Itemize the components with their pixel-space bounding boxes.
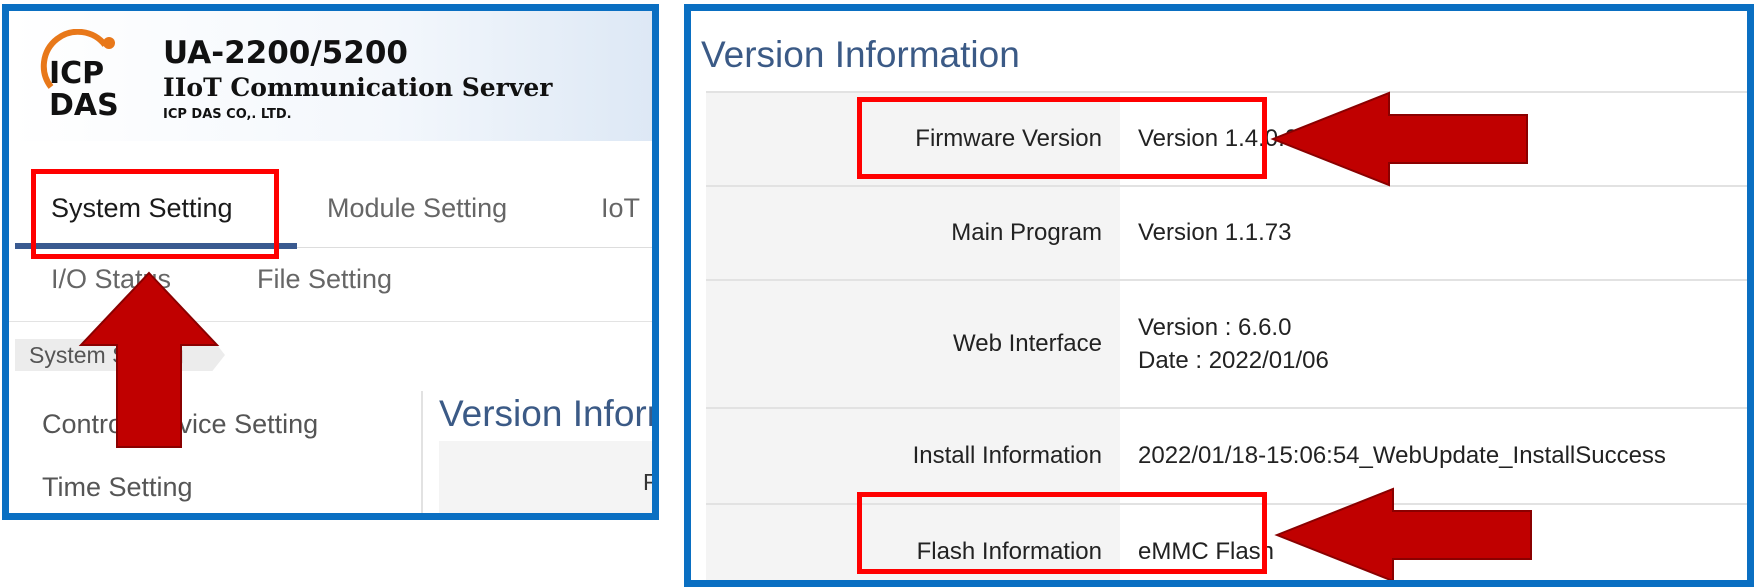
web-interface-date: Date : 2022/01/06 xyxy=(1138,347,1329,374)
install-information-label: Install Information xyxy=(706,407,1120,504)
active-tab-indicator xyxy=(15,243,297,249)
version-info-table: Firmware Version Version 1.4.0.0 Main Pr… xyxy=(706,91,1747,580)
main-program-value: Version 1.1.73 xyxy=(1120,185,1747,280)
flash-information-label: Flash Information xyxy=(706,503,1120,580)
right-screenshot-panel: Version Information Firmware Version Ver… xyxy=(684,4,1754,587)
logo-text-top: ICP xyxy=(49,56,104,91)
sidebar-divider xyxy=(421,391,423,513)
logo-text-bottom: DAS xyxy=(49,88,119,123)
product-subtitle: IIoT Communication Server xyxy=(163,73,553,102)
sidebar-item-time-setting[interactable]: Time Setting xyxy=(42,472,193,502)
install-information-value: 2022/01/18-15:06:54_WebUpdate_InstallSuc… xyxy=(1120,407,1747,504)
table-row: Firmware Version Version 1.4.0.0 xyxy=(706,91,1747,186)
table-row: Install Information 2022/01/18-15:06:54_… xyxy=(706,407,1747,504)
table-label-partial: F xyxy=(643,469,658,495)
arrow-left-icon xyxy=(1270,91,1528,187)
app-header: ICP DAS UA-2200/5200 IIoT Communication … xyxy=(9,11,652,141)
tab-divider xyxy=(297,247,652,248)
tab-iot[interactable]: IoT xyxy=(601,193,641,223)
tab-file-setting[interactable]: File Setting xyxy=(257,264,393,294)
product-name: UA-2200/5200 xyxy=(163,35,408,71)
table-row: Main Program Version 1.1.73 xyxy=(706,185,1747,280)
section-divider xyxy=(9,321,652,322)
web-interface-label: Web Interface xyxy=(706,279,1120,408)
table-row: Web Interface Version : 6.6.0 Date : 202… xyxy=(706,279,1747,408)
version-table-preview xyxy=(439,441,652,513)
icp-das-logo: ICP DAS xyxy=(40,29,119,123)
firmware-version-label: Firmware Version xyxy=(706,91,1120,186)
highlight-box-flash-information xyxy=(857,492,1267,574)
version-info-title: Version Information xyxy=(701,34,1020,75)
arrow-left-icon xyxy=(1274,487,1532,580)
web-interface-value: Version : 6.6.0 Date : 2022/01/06 xyxy=(1120,279,1747,408)
left-screenshot-panel: ICP DAS UA-2200/5200 IIoT Communication … xyxy=(2,4,659,520)
highlight-box-system-setting xyxy=(31,169,279,259)
company-name: ICP DAS CO,. LTD. xyxy=(163,107,292,122)
web-interface-version: Version : 6.6.0 xyxy=(1138,314,1292,341)
highlight-box-firmware-version xyxy=(857,97,1267,179)
main-program-label: Main Program xyxy=(706,185,1120,280)
arrow-up-icon xyxy=(78,271,220,448)
tab-module-setting[interactable]: Module Setting xyxy=(327,193,508,223)
tab-system-setting[interactable]: System Setting xyxy=(51,193,233,223)
page-title: Version Information xyxy=(439,393,652,434)
